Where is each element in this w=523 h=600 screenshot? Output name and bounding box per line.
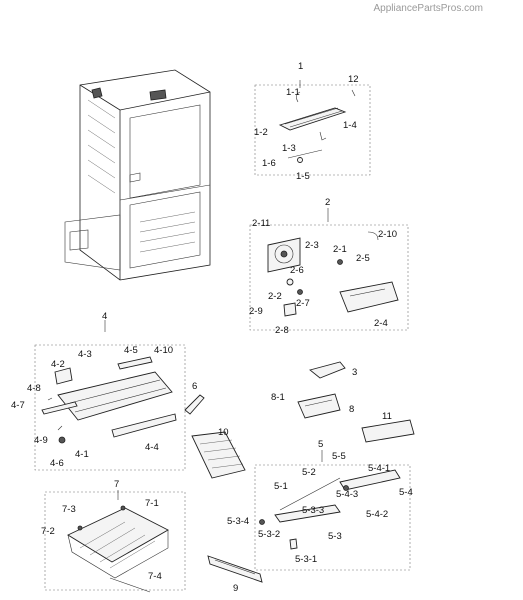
callout-8: 8 [349, 404, 355, 415]
callout-1-5: 1-5 [296, 171, 310, 182]
callout-4: 4 [102, 311, 108, 322]
group-1-drawing [254, 80, 371, 176]
parts-3-6-8-10-11-drawing [184, 361, 415, 479]
group-5-drawing [254, 450, 411, 571]
callout-3: 3 [352, 367, 358, 378]
callout-5-4: 5-4 [399, 487, 413, 498]
callout-4-9: 4-9 [34, 435, 48, 446]
group-4-drawing [34, 320, 186, 471]
callout-5-3: 5-3 [328, 531, 342, 542]
callout-2-8: 2-8 [275, 325, 289, 336]
callout-7-1: 7-1 [145, 498, 159, 509]
callout-6: 6 [192, 381, 198, 392]
callout-4-10: 4-10 [154, 345, 174, 356]
callout-4-7: 4-7 [11, 400, 25, 411]
callout-11: 11 [382, 411, 392, 422]
callout-5: 5 [318, 439, 324, 450]
callout-1-4: 1-4 [343, 120, 357, 131]
callout-4-3: 4-3 [78, 349, 92, 360]
group-7-drawing [44, 490, 186, 593]
callout-2-6: 2-6 [290, 265, 304, 276]
callout-4-5: 4-5 [124, 345, 138, 356]
callout-1-3: 1-3 [282, 143, 296, 154]
callout-5-3-2: 5-3-2 [258, 529, 281, 540]
cabinet-drawing [64, 69, 211, 281]
callout-7-4: 7-4 [148, 571, 162, 582]
callout-2-7: 2-7 [296, 298, 310, 309]
callout-4-2: 4-2 [51, 359, 65, 370]
callout-8-1: 8-1 [271, 392, 285, 403]
callout-5-4-3: 5-4-3 [336, 489, 359, 500]
callout-2-10: 2-10 [378, 229, 398, 240]
watermark-text: AppliancePartsPros.com [373, 3, 484, 14]
callout-10: 10 [218, 427, 229, 438]
callout-2-1: 2-1 [333, 244, 347, 255]
callout-2-3: 2-3 [305, 240, 319, 251]
callout-7: 7 [114, 479, 120, 490]
callout-12: 12 [348, 74, 359, 85]
callout-2-9: 2-9 [249, 306, 263, 317]
callout-1-6: 1-6 [262, 158, 276, 169]
callout-5-1: 5-1 [274, 481, 288, 492]
callout-5-4-2: 5-4-2 [366, 509, 389, 520]
callout-2-2: 2-2 [268, 291, 282, 302]
callout-1-2: 1-2 [254, 127, 268, 138]
callout-4-1: 4-1 [75, 449, 89, 460]
callout-5-3-1: 5-3-1 [295, 554, 318, 565]
callout-5-4-1: 5-4-1 [368, 463, 391, 474]
group-2-drawing [249, 208, 409, 331]
callout-1-1: 1-1 [286, 87, 300, 98]
callout-4-8: 4-8 [27, 383, 41, 394]
callout-4-4: 4-4 [145, 442, 159, 453]
callout-5-3-3: 5-3-3 [302, 505, 325, 516]
callout-2: 2 [325, 197, 331, 208]
callout-5-2: 5-2 [302, 467, 316, 478]
callout-1: 1 [298, 61, 304, 72]
callout-2-5: 2-5 [356, 253, 370, 264]
callout-5-3-4: 5-3-4 [227, 516, 250, 527]
callout-2-11: 2-11 [252, 218, 271, 229]
callout-2-4: 2-4 [374, 318, 388, 329]
callout-9: 9 [233, 583, 239, 594]
callout-5-5: 5-5 [332, 451, 346, 462]
part-9-drawing [207, 555, 263, 583]
callout-7-3: 7-3 [62, 504, 76, 515]
callout-4-6: 4-6 [50, 458, 64, 469]
callout-7-2: 7-2 [41, 526, 55, 537]
